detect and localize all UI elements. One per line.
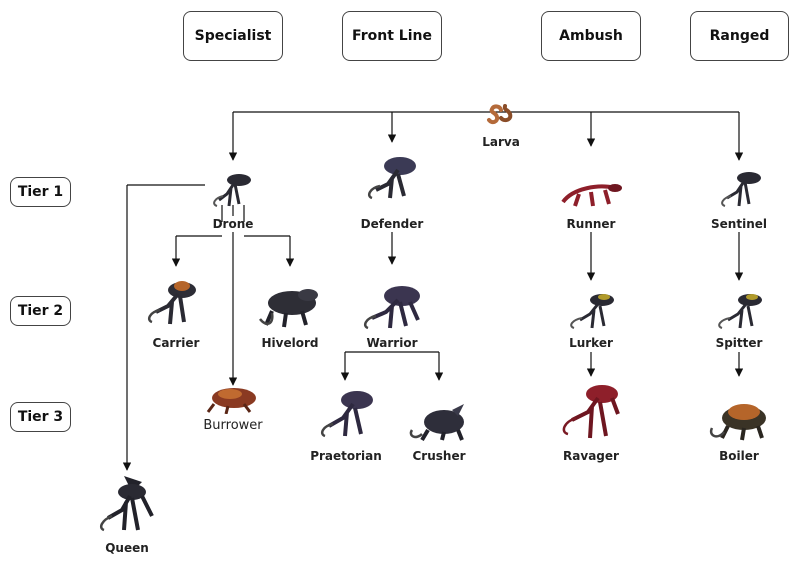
tier-1-label: Tier 1: [17, 184, 64, 200]
unit-label-warrior: Warrior: [366, 336, 418, 350]
category-ambush: Ambush: [541, 11, 641, 61]
unit-label-larva: Larva: [482, 135, 520, 149]
unit-label-carrier: Carrier: [152, 336, 200, 350]
hivelord-icon: [259, 289, 318, 328]
unit-label-defender: Defender: [360, 217, 424, 231]
drone-icon: [213, 174, 251, 207]
category-specialist: Specialist: [183, 11, 283, 61]
unit-label-queen: Queen: [105, 541, 149, 555]
lurker-icon: [570, 294, 614, 329]
tier-1-box: Tier 1: [10, 177, 71, 207]
tier-3-box: Tier 3: [10, 402, 71, 432]
sentinel-icon: [721, 172, 761, 207]
runner-icon: [561, 184, 622, 207]
unit-label-ravager: Ravager: [563, 449, 619, 463]
unit-label-runner: Runner: [566, 217, 616, 231]
boiler-icon: [709, 404, 766, 441]
tier-2-box: Tier 2: [10, 296, 71, 326]
tier-3-label: Tier 3: [17, 409, 64, 425]
category-front-line: Front Line: [342, 11, 442, 61]
category-front-line-label: Front Line: [352, 28, 432, 44]
unit-label-praetorian: Praetorian: [310, 449, 382, 463]
tier-2-label: Tier 2: [17, 303, 64, 319]
category-ranged: Ranged: [690, 11, 789, 61]
unit-label-spitter: Spitter: [715, 336, 763, 350]
unit-label-sentinel: Sentinel: [711, 217, 767, 231]
crusher-icon: [409, 404, 464, 442]
warrior-icon: [364, 286, 420, 330]
unit-label-boiler: Boiler: [719, 449, 759, 463]
unit-label-drone: Drone: [212, 217, 254, 231]
burrower-icon: [206, 388, 256, 414]
unit-label-crusher: Crusher: [412, 449, 466, 463]
unit-label-burrower: Burrower: [203, 418, 263, 433]
unit-label-hivelord: Hivelord: [261, 336, 319, 350]
unit-label-lurker: Lurker: [569, 336, 613, 350]
larva-icon: [487, 104, 513, 125]
spitter-icon: [718, 294, 762, 329]
defender-icon: [368, 157, 416, 200]
carrier-icon: [148, 281, 196, 325]
queen-icon: [100, 476, 154, 532]
praetorian-icon: [321, 391, 373, 438]
category-ambush-label: Ambush: [559, 28, 623, 44]
category-specialist-label: Specialist: [194, 28, 272, 44]
ravager-icon: [562, 385, 620, 439]
category-ranged-label: Ranged: [709, 28, 770, 44]
